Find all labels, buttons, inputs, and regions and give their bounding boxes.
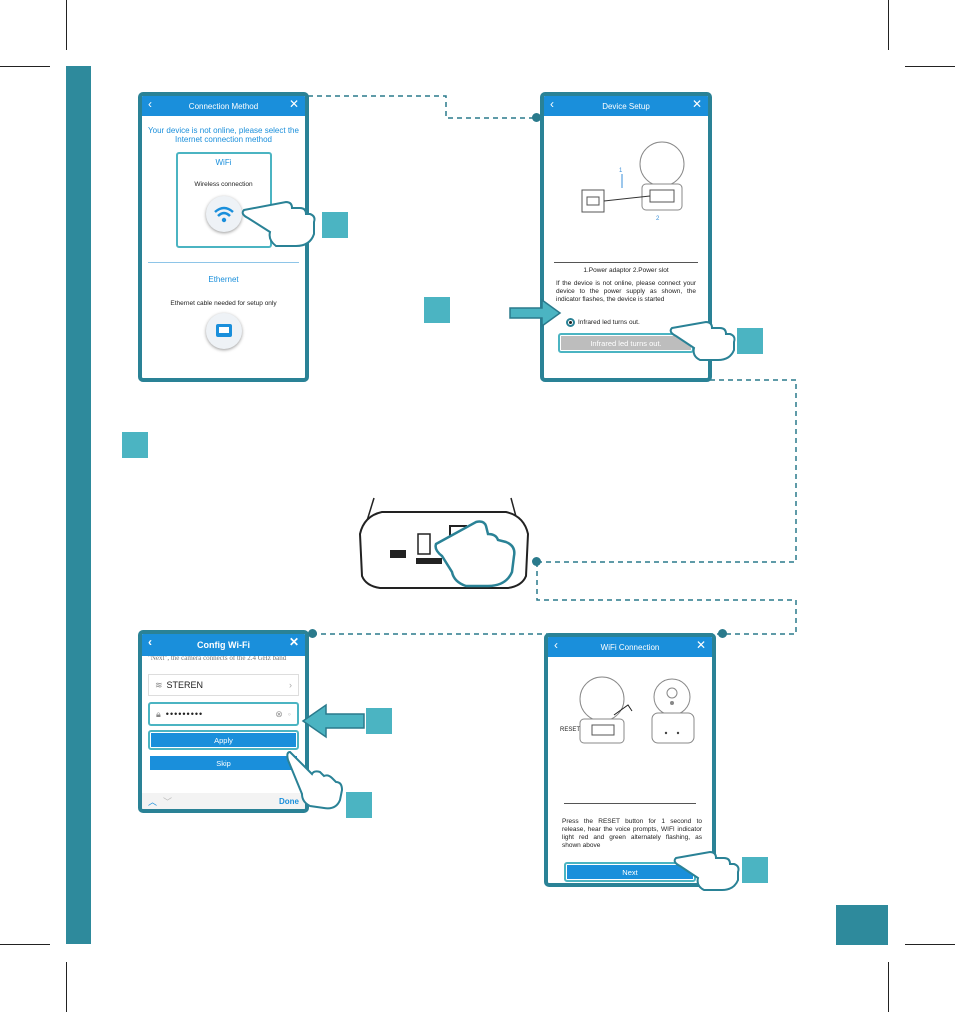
partial-instructions: "Next", the camera connects of the 2.4 G… (148, 654, 287, 662)
wifi-option[interactable]: WiFi Wireless connection (175, 152, 272, 248)
screen-title: Device Setup (602, 101, 650, 111)
divider (564, 803, 696, 804)
step-marker (322, 212, 348, 238)
hand-pointer-icon (286, 750, 344, 810)
back-icon[interactable]: ‹ (148, 97, 152, 111)
step-marker (424, 297, 450, 323)
hand-pointer-icon (669, 320, 736, 361)
reset-instructions: Press the RESET button for 1 second to r… (562, 818, 702, 849)
close-icon[interactable]: ✕ (288, 635, 299, 649)
crop-mark (0, 66, 50, 67)
device-setup-screen: ‹ Device Setup ✕ 1 2 1.Power adaptor 2.P… (540, 92, 712, 382)
crop-mark (905, 944, 955, 945)
arrow-right-icon (509, 298, 562, 328)
arrow-left-icon (301, 703, 365, 739)
eye-icon[interactable]: ◦ (287, 709, 291, 719)
crop-mark (905, 66, 955, 67)
close-icon[interactable]: ✕ (288, 97, 299, 111)
ethernet-icon[interactable] (205, 313, 242, 349)
confirm-button-wrap: Infrared led turns out. (558, 333, 694, 353)
crop-mark (0, 944, 50, 945)
setup-instructions: If the device is not online, please conn… (556, 280, 696, 303)
crop-mark (66, 962, 67, 1012)
password-value: ••••••••• (165, 709, 204, 719)
back-icon[interactable]: ‹ (554, 638, 558, 652)
page-number-tab (836, 905, 888, 945)
led-radio-option[interactable]: Infrared led turns out. (566, 318, 708, 327)
skip-button[interactable]: Skip (150, 756, 297, 770)
apply-button[interactable]: Apply (151, 733, 296, 747)
hand-pointer-icon (241, 200, 316, 247)
side-accent-bar (66, 66, 91, 944)
title-bar: ‹ Connection Method ✕ (142, 96, 305, 116)
password-field[interactable]: 🔒︎ ••••••••• ⊗ ◦ (151, 705, 296, 723)
wifi-icon: ≋ (155, 679, 163, 690)
offline-message: Your device is not online, please select… (148, 126, 299, 144)
diagram-number-2: 2 (656, 216, 660, 222)
hand-pointer-icon (673, 850, 740, 891)
divider (554, 262, 698, 263)
clear-icon[interactable]: ⊗ (275, 708, 283, 719)
radio-label: Infrared led turns out. (578, 319, 640, 326)
step-marker (346, 792, 372, 818)
radio-button-icon[interactable] (566, 318, 575, 327)
step-marker (737, 328, 763, 354)
screen-title: Config Wi-Fi (197, 640, 250, 650)
back-icon[interactable]: ‹ (550, 97, 554, 111)
connector-dot (532, 113, 541, 122)
step-marker (122, 432, 148, 458)
close-icon[interactable]: ✕ (695, 638, 706, 652)
title-bar: ‹ Config Wi-Fi ✕ (142, 634, 305, 656)
wifi-icon (205, 196, 242, 232)
reset-label: RESET (560, 727, 580, 733)
wifi-connection-screen: ‹ WiFi Connection ✕ RESET Press the RESE… (544, 633, 716, 887)
chevron-down-icon[interactable]: ﹀ (163, 796, 173, 807)
connector-dot (718, 629, 727, 638)
ethernet-label: Ethernet cable needed for setup only (170, 300, 277, 307)
ethernet-heading: Ethernet (208, 275, 239, 284)
next-button[interactable]: Next (567, 865, 693, 879)
ssid-value: STEREN (166, 680, 204, 690)
title-bar: ‹ WiFi Connection ✕ (548, 637, 712, 657)
camera-reset-illustration (358, 497, 530, 589)
diagram-caption: 1.Power adaptor 2.Power slot (583, 267, 669, 274)
chevron-up-icon[interactable]: ︿ (148, 796, 158, 807)
back-icon[interactable]: ‹ (148, 635, 152, 649)
infrared-confirm-button[interactable]: Infrared led turns out. (561, 336, 691, 350)
connector-dot (308, 629, 317, 638)
apply-button-wrap: Apply (148, 730, 299, 750)
power-connection-diagram: 1 2 (581, 141, 685, 222)
reset-diagram: RESET (560, 676, 695, 744)
title-bar: ‹ Device Setup ✕ (544, 96, 708, 116)
chevron-right-icon: › (289, 680, 292, 690)
ssid-row[interactable]: ≋ STEREN › (148, 674, 299, 696)
crop-mark (888, 0, 889, 50)
diagram-number-1: 1 (619, 168, 623, 174)
password-field-wrap: 🔒︎ ••••••••• ⊗ ◦ (148, 702, 299, 726)
screen-title: WiFi Connection (600, 642, 660, 652)
wifi-heading: WiFi (215, 158, 232, 167)
step-marker (366, 708, 392, 734)
crop-mark (66, 0, 67, 50)
close-icon[interactable]: ✕ (691, 97, 702, 111)
wifi-label: Wireless connection (194, 181, 253, 188)
crop-mark (888, 962, 889, 1012)
divider (148, 262, 299, 263)
keyboard-accessory-bar: ︿ ﹀ Done (142, 793, 305, 809)
screen-title: Connection Method (188, 101, 259, 111)
lock-icon: 🔒︎ (156, 708, 161, 719)
connector-dot (532, 557, 541, 566)
config-wifi-screen: ‹ Config Wi-Fi ✕ "Next", the camera conn… (138, 630, 309, 813)
step-marker (742, 857, 768, 883)
done-button[interactable]: Done (279, 796, 299, 806)
